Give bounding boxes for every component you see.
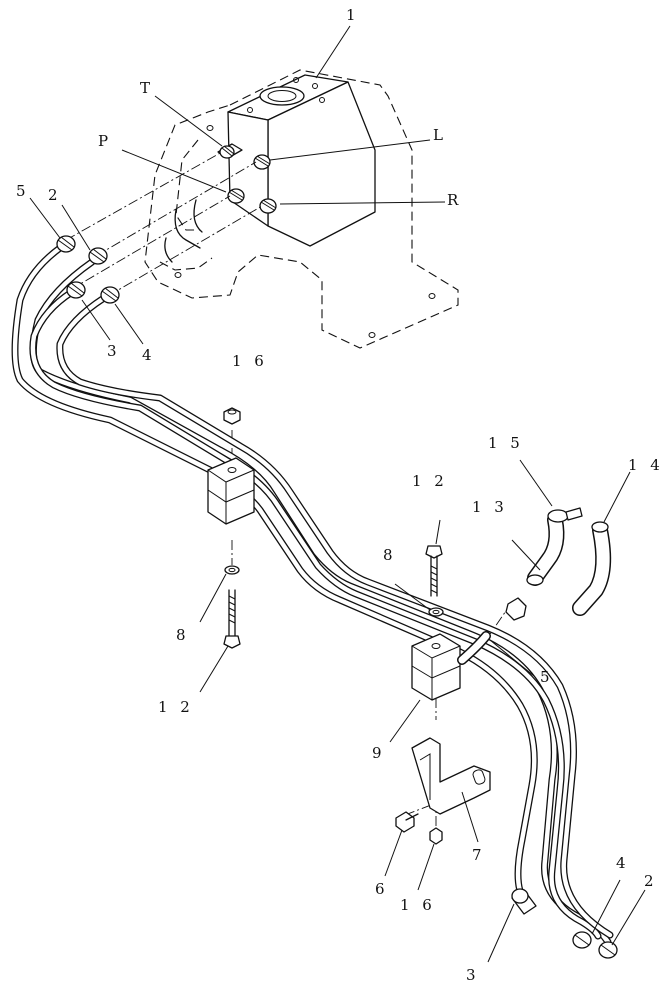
callout-7: 7 [472, 846, 486, 864]
washer-8-lower [428, 607, 444, 617]
callout-L: L [433, 126, 447, 144]
bolt-12-upper [223, 589, 241, 649]
callout-labels: 1 T P L R 5 2 3 4 1 6 1 2 8 8 1 2 1 5 1 … [16, 6, 660, 984]
return-hose-13 [526, 512, 565, 586]
nut-16-upper [223, 407, 241, 425]
callout-8-right: 8 [383, 546, 397, 564]
bolt-6 [395, 811, 419, 833]
callout-3-bottom: 3 [466, 966, 480, 984]
suction-hose-14 [572, 521, 612, 616]
callout-4-top: 4 [142, 346, 156, 364]
leader-lines [29, 25, 646, 963]
mounting-plate [144, 69, 459, 349]
tube-clamp-upper [207, 457, 255, 525]
callout-5-right: 5 [540, 668, 554, 686]
tube-nut-5-top [56, 235, 76, 253]
steering-valve-block [227, 74, 376, 247]
callout-P: P [98, 132, 112, 150]
elbow-fitting-5 [457, 597, 527, 665]
hose-clamp-15 [547, 507, 583, 523]
callout-3-top: 3 [107, 342, 121, 360]
callout-14: 1 4 [628, 456, 660, 474]
callout-16-top: 1 6 [232, 352, 268, 370]
callout-9: 9 [372, 744, 386, 762]
support-bracket-7 [411, 737, 491, 815]
callout-13: 1 3 [472, 498, 508, 516]
port-fitting-T [217, 143, 243, 159]
tube-nut-3-top [66, 281, 86, 299]
callout-5-top: 5 [16, 182, 30, 200]
washer-8-upper [224, 565, 240, 575]
callout-2-top: 2 [48, 186, 62, 204]
port-fitting-L [253, 154, 271, 170]
callout-T: T [140, 79, 154, 97]
tube-nut-3-bottom [511, 888, 537, 915]
callout-1: 1 [346, 6, 360, 24]
callout-8-left: 8 [176, 626, 190, 644]
callout-4-bottom: 4 [616, 854, 630, 872]
callout-2-bottom: 2 [644, 872, 658, 890]
hydraulic-tubes [11, 244, 614, 946]
port-fitting-P [227, 188, 245, 204]
callout-15: 1 5 [488, 434, 524, 452]
port-fitting-R [259, 198, 277, 214]
callout-12-left: 1 2 [158, 698, 194, 716]
tube-nut-2-bottom [598, 941, 618, 959]
tube-nut-4-top [100, 286, 120, 304]
tube-nut-4-bottom [572, 931, 592, 949]
callout-6: 6 [375, 880, 389, 898]
tube-nut-2-top [88, 247, 108, 265]
callout-16-bottom: 1 6 [400, 896, 436, 914]
callout-R: R [447, 191, 462, 209]
bolt-12-lower [425, 545, 443, 597]
callout-12-right: 1 2 [412, 472, 448, 490]
tube-clamp-lower [411, 633, 461, 701]
nut-16-lower [429, 827, 443, 845]
